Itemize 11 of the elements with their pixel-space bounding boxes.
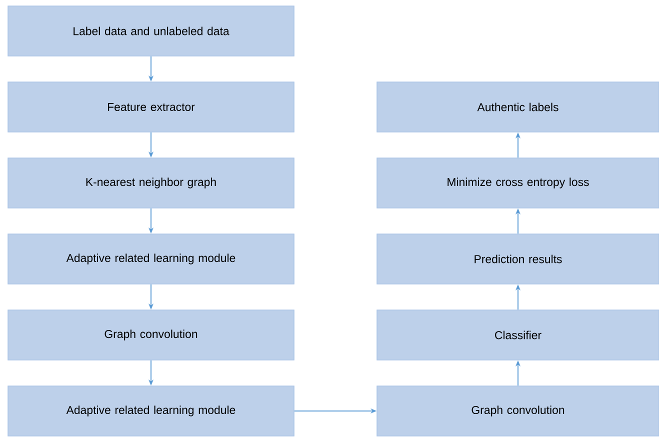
- process-box: Feature extractor: [8, 82, 294, 132]
- process-box: Adaptive related learning module: [8, 386, 294, 436]
- process-box: Graph convolution: [8, 310, 294, 360]
- process-box: Adaptive related learning module: [8, 234, 294, 284]
- process-box: Prediction results: [376, 234, 659, 284]
- process-box: Graph convolution: [376, 386, 659, 436]
- process-box: Authentic labels: [376, 82, 659, 132]
- process-box: Label data and unlabeled data: [8, 6, 294, 56]
- process-box: Minimize cross entropy loss: [376, 158, 659, 208]
- process-box: Classifier: [376, 310, 659, 360]
- process-box: K-nearest neighbor graph: [8, 158, 294, 208]
